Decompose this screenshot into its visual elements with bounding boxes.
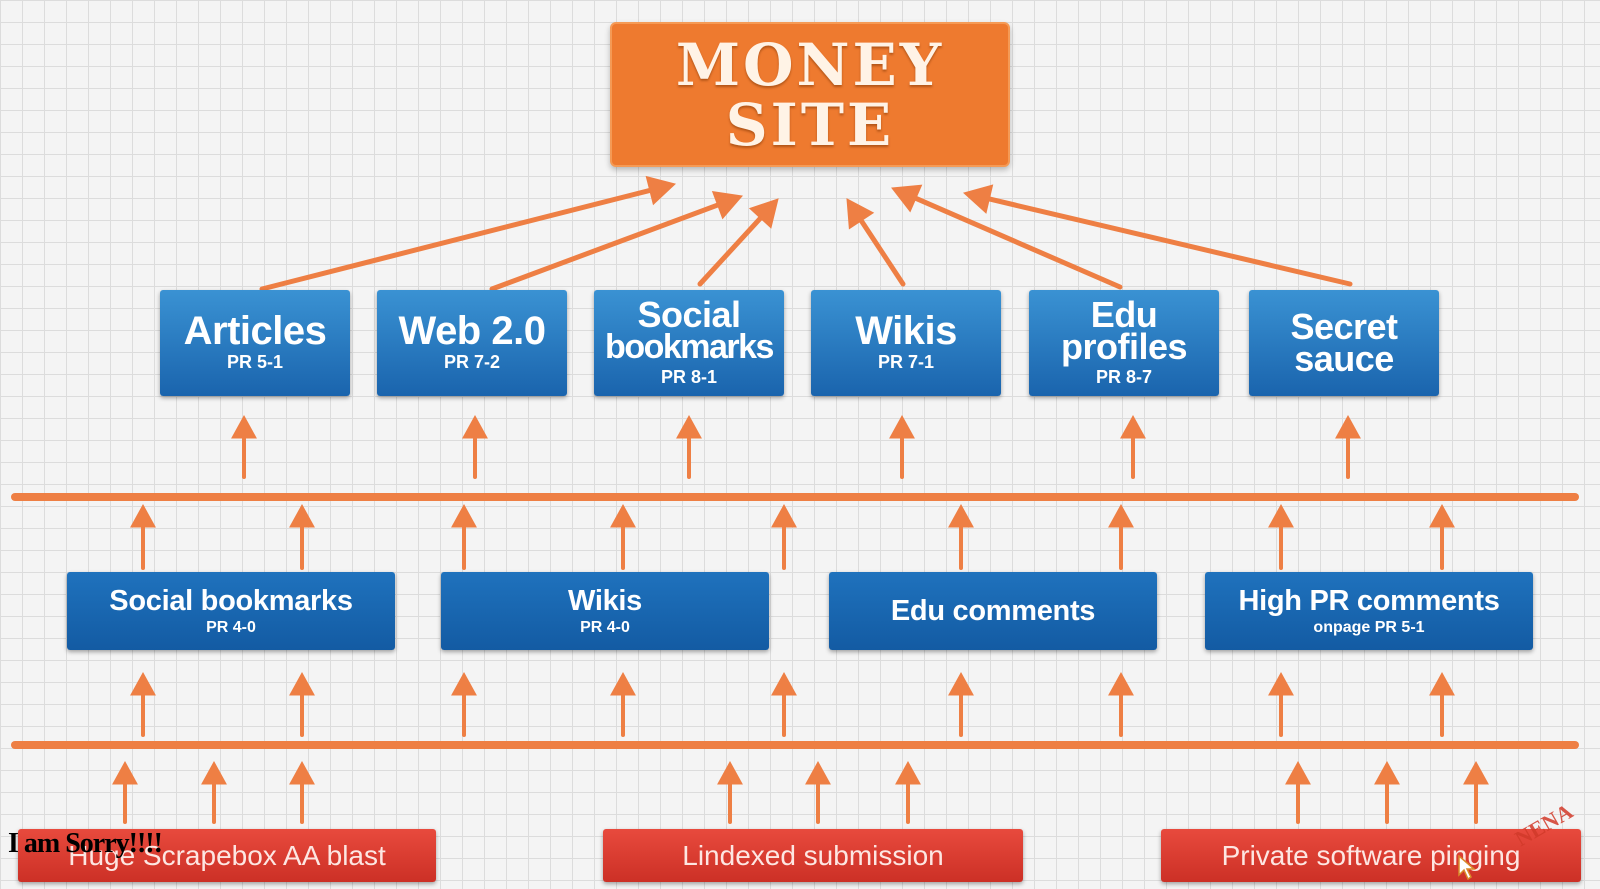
overlay-caption: I am Sorry!!!!: [8, 828, 163, 859]
tier1-pr: PR 8-7: [1095, 366, 1153, 387]
tier1-box-web20: Web 2.0 PR 7-2: [377, 290, 567, 396]
tier1-box-social-bookmarks: Social bookmarks PR 8-1: [594, 290, 784, 396]
arrow-to-money-site-3-head: [748, 198, 779, 229]
tier1-pr: PR 5-1: [226, 351, 284, 372]
arrow-tier2-to-bar-6-head: [948, 503, 974, 528]
arrow-bar-to-tier2-7-head: [1108, 671, 1134, 696]
arrow-to-money-site-1-shaft: [259, 187, 653, 292]
tier2-name: High PR comments: [1238, 585, 1500, 617]
tier1-box-edu-profiles: Edu profiles PR 8-7: [1029, 290, 1219, 396]
arrow-bar-to-tier1-1-head: [231, 414, 257, 439]
arrow-bar-to-tier2-1-head: [130, 671, 156, 696]
tier1-name-line1: Secret: [1290, 306, 1398, 347]
arrow-tier2-to-bar-8-head: [1268, 503, 1294, 528]
tier1-name-line1: Edu: [1090, 293, 1158, 335]
arrow-tier3-to-bar-4-head: [717, 760, 743, 785]
arrow-to-money-site-6-shaft: [986, 196, 1353, 287]
arrow-tier2-to-bar-2-head: [289, 503, 315, 528]
arrow-bar-to-tier1-3-head: [676, 414, 702, 439]
tier2-box-wikis: Wikis PR 4-0: [441, 572, 769, 650]
tier2-box-edu-comments: Edu comments: [829, 572, 1157, 650]
tier1-name: Web 2.0: [398, 308, 546, 353]
tier1-name-line2: bookmarks: [605, 327, 774, 366]
tier2-name: Social bookmarks: [109, 585, 353, 617]
tier1-pr: PR 7-1: [877, 351, 935, 372]
arrow-to-money-site-5-shaft: [913, 195, 1123, 290]
arrow-bar-to-tier2-6-head: [948, 671, 974, 696]
arrow-tier3-to-bar-1-head: [112, 760, 138, 785]
arrow-bar-to-tier1-2-head: [462, 414, 488, 439]
arrow-tier2-to-bar-4-head: [610, 503, 636, 528]
tier2-name: Edu comments: [890, 595, 1096, 627]
money-site-box: MONEY SITE: [610, 22, 1010, 167]
tier3-name: Lindexed submission: [682, 839, 944, 871]
tier1-pr: PR 8-1: [660, 366, 718, 387]
arrow-tier3-to-bar-8-head: [1374, 760, 1400, 785]
arrow-tier2-to-bar-3-head: [451, 503, 477, 528]
arrow-tier2-to-bar-5-head: [771, 503, 797, 528]
tier1-pr: PR 7-2: [443, 351, 501, 372]
arrow-bar-to-tier2-8-head: [1268, 671, 1294, 696]
tier2-box-social-bookmarks: Social bookmarks PR 4-0: [67, 572, 395, 650]
arrow-tier2-to-bar-9-head: [1429, 503, 1455, 528]
tier3-name: Huge Scrapebox AA blast: [68, 839, 386, 871]
arrow-tier2-to-bar-7-head: [1108, 503, 1134, 528]
arrow-to-money-site-2-head: [711, 191, 743, 220]
tier1-box-wikis: Wikis PR 7-1: [811, 290, 1001, 396]
tier1-box-secret-sauce: Secret sauce: [1249, 290, 1439, 396]
arrow-to-money-site-1-head: [645, 175, 677, 206]
tier2-name: Wikis: [568, 585, 642, 617]
arrow-bar-to-tier2-3-head: [451, 671, 477, 696]
arrow-bar-to-tier2-2-head: [289, 671, 315, 696]
arrow-bar-to-tier2-4-head: [610, 671, 636, 696]
arrow-bar-to-tier2-5-head: [771, 671, 797, 696]
tier1-box-articles: Articles PR 5-1: [160, 290, 350, 396]
arrow-to-money-site-3-shaft: [697, 215, 763, 287]
tier1-name-line2: profiles: [1060, 325, 1188, 367]
tier1-name-line2: sauce: [1294, 338, 1394, 379]
arrow-tier3-to-bar-7-head: [1285, 760, 1311, 785]
arrow-to-money-site-5-head: [891, 184, 923, 213]
money-site-line2: SITE: [725, 90, 895, 159]
arrow-bar-to-tier1-4-head: [889, 414, 915, 439]
tier3-box-lindexed-submission: Lindexed submission: [603, 829, 1023, 882]
tier1-name: Articles: [183, 308, 327, 353]
arrow-bar-to-tier1-6-head: [1335, 414, 1361, 439]
tier1-name-line1: Social: [637, 293, 741, 335]
money-site-line1: MONEY: [675, 30, 945, 99]
mouse-cursor-icon: [1458, 855, 1477, 881]
tier2-pr: PR 4-0: [206, 619, 256, 636]
arrow-tier3-to-bar-9-head: [1463, 760, 1489, 785]
arrow-to-money-site-4-head: [846, 198, 875, 230]
tier3-box-scrapebox-blast: Huge Scrapebox AA blast: [18, 829, 436, 882]
tier2-pr: PR 4-0: [580, 619, 630, 636]
arrow-to-money-site-6-head: [962, 184, 994, 214]
tier2-box-high-pr-comments: High PR comments onpage PR 5-1: [1205, 572, 1533, 650]
tier2-pr: onpage PR 5-1: [1313, 619, 1425, 636]
arrow-bar-to-tier2-9-head: [1429, 671, 1455, 696]
arrow-tier3-to-bar-2-head: [201, 760, 227, 785]
arrow-to-money-site-2-shaft: [489, 202, 721, 292]
arrow-tier3-to-bar-5-head: [805, 760, 831, 785]
tier1-name: Wikis: [855, 308, 957, 353]
arrow-tier3-to-bar-6-head: [895, 760, 921, 785]
arrow-tier2-to-bar-1-head: [130, 503, 156, 528]
arrow-to-money-site-4-shaft: [858, 218, 906, 287]
arrow-tier3-to-bar-3-head: [289, 760, 315, 785]
arrow-bar-to-tier1-5-head: [1120, 414, 1146, 439]
